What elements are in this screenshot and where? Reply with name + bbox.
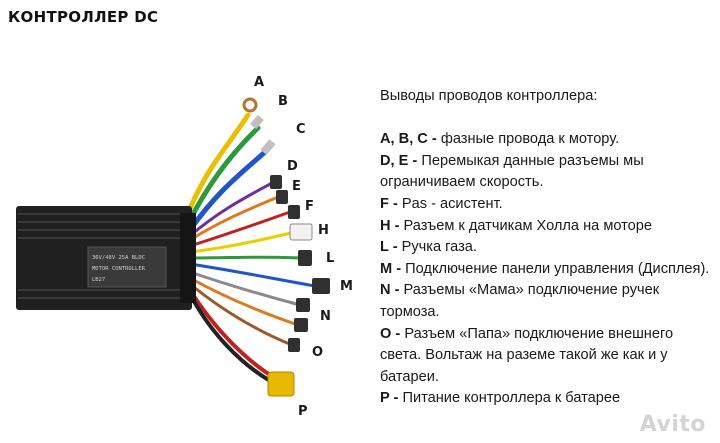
legend-key: O - bbox=[380, 325, 401, 342]
legend-key: A, B, C - bbox=[380, 131, 437, 148]
connectors bbox=[242, 97, 330, 397]
legend-key: P - bbox=[380, 390, 399, 407]
wire-o bbox=[188, 282, 294, 347]
wire-label-d: D bbox=[287, 159, 298, 174]
legend-key: F - bbox=[380, 195, 398, 212]
connector-m bbox=[312, 278, 330, 294]
connector-o bbox=[288, 338, 300, 352]
connector-h bbox=[289, 223, 313, 241]
wire-n1 bbox=[188, 270, 302, 307]
legend-row-n: N - Разъемы «Мама» подключение ручек тор… bbox=[380, 280, 718, 323]
legend-row-l: L - Ручка газа. bbox=[380, 237, 718, 259]
controller-diagram: 36V/48V 25A BLDC MOTOR CONTROLLER LB27 A… bbox=[16, 75, 353, 419]
phase-wire-blue bbox=[187, 149, 268, 233]
phase-wire-yellow bbox=[183, 112, 251, 221]
connector-n2 bbox=[294, 318, 308, 332]
legend-key: L - bbox=[380, 239, 398, 256]
legend-text: Разъем «Папа» подключение внешнего света… bbox=[380, 325, 674, 385]
wire-e bbox=[188, 195, 280, 242]
legend-text: Pas - асистент. bbox=[401, 195, 503, 212]
legend-key: H - bbox=[380, 217, 400, 234]
wire-label-c: C bbox=[296, 122, 306, 137]
wire-l bbox=[188, 255, 302, 260]
legend-row-p: P - Питание контроллера к батарее bbox=[380, 388, 718, 410]
wire-label-n: N bbox=[320, 309, 331, 324]
connector-d bbox=[270, 175, 282, 189]
page-title: КОНТРОЛЛЕР DC bbox=[8, 8, 159, 26]
legend-row-o: O - Разъем «Папа» подключение внешнего с… bbox=[380, 324, 718, 389]
legend-text: Подключение панели управления (Дисплея). bbox=[405, 260, 710, 277]
legend-text: Разъемы «Мама» подключение ручек тормоза… bbox=[380, 282, 660, 320]
wire-n2 bbox=[188, 276, 300, 327]
wire-label-f: F bbox=[305, 199, 314, 214]
ring-terminal-a bbox=[242, 97, 258, 113]
wire-d bbox=[188, 181, 274, 238]
wire-label-b: B bbox=[278, 94, 288, 109]
terminal-b bbox=[250, 114, 264, 130]
wire-f bbox=[188, 210, 292, 248]
sticker-line-3: LB27 bbox=[92, 277, 105, 283]
wire-bundle bbox=[183, 112, 317, 384]
wire-label-p: P bbox=[298, 404, 308, 419]
connector-f bbox=[288, 205, 300, 219]
legend-row-h: H - Разъем к датчикам Холла на моторе bbox=[380, 216, 718, 238]
legend-key: M - bbox=[380, 260, 402, 277]
connector-n1 bbox=[296, 298, 310, 312]
legend-text: Питание контроллера к батарее bbox=[402, 390, 621, 407]
sticker-line-1: 36V/48V 25A BLDC bbox=[92, 255, 145, 261]
controller-sticker bbox=[87, 246, 167, 288]
wire-label-l: L bbox=[326, 251, 334, 266]
wire-legend: Выводы проводов контроллера: A, B, C - ф… bbox=[380, 86, 718, 410]
power-connector-p bbox=[267, 371, 295, 397]
wire-m bbox=[188, 262, 317, 288]
wire-p-red bbox=[188, 288, 277, 380]
wire-label-a: A bbox=[254, 75, 264, 90]
legend-row-f: F - Pas - асистент. bbox=[380, 194, 718, 216]
legend-text: Разъем к датчикам Холла на моторе bbox=[403, 217, 653, 234]
legend-key: N - bbox=[380, 282, 400, 299]
wire-h bbox=[188, 230, 297, 254]
legend-key: D, E - bbox=[380, 152, 418, 169]
legend-text: фазные провода к мотору. bbox=[440, 131, 620, 148]
wire-label-o: O bbox=[312, 345, 323, 360]
wire-label-h: H bbox=[318, 223, 329, 238]
wire-p-black bbox=[188, 292, 274, 384]
sticker-line-2: MOTOR CONTROLLER bbox=[92, 266, 146, 272]
legend-heading: Выводы проводов контроллера: bbox=[380, 88, 598, 104]
legend-row-abc: A, B, C - фазные провода к мотору. bbox=[380, 129, 718, 151]
wire-label-m: M bbox=[340, 279, 353, 294]
legend-text: Ручка газа. bbox=[401, 239, 477, 256]
wire-label-e: E bbox=[292, 179, 301, 194]
controller-housing: 36V/48V 25A BLDC MOTOR CONTROLLER LB27 bbox=[16, 206, 196, 310]
legend-row-m: M - Подключение панели управления (Диспл… bbox=[380, 259, 718, 281]
legend-text: Перемыкая данные разъемы мы ограничиваем… bbox=[380, 152, 644, 191]
terminal-c bbox=[260, 139, 276, 155]
connector-e bbox=[276, 190, 288, 204]
phase-wire-green bbox=[185, 125, 261, 227]
avito-watermark: Avito bbox=[639, 412, 706, 437]
connector-l bbox=[298, 250, 312, 266]
legend-row-de: D, E - Перемыкая данные разъемы мы огран… bbox=[380, 151, 718, 194]
